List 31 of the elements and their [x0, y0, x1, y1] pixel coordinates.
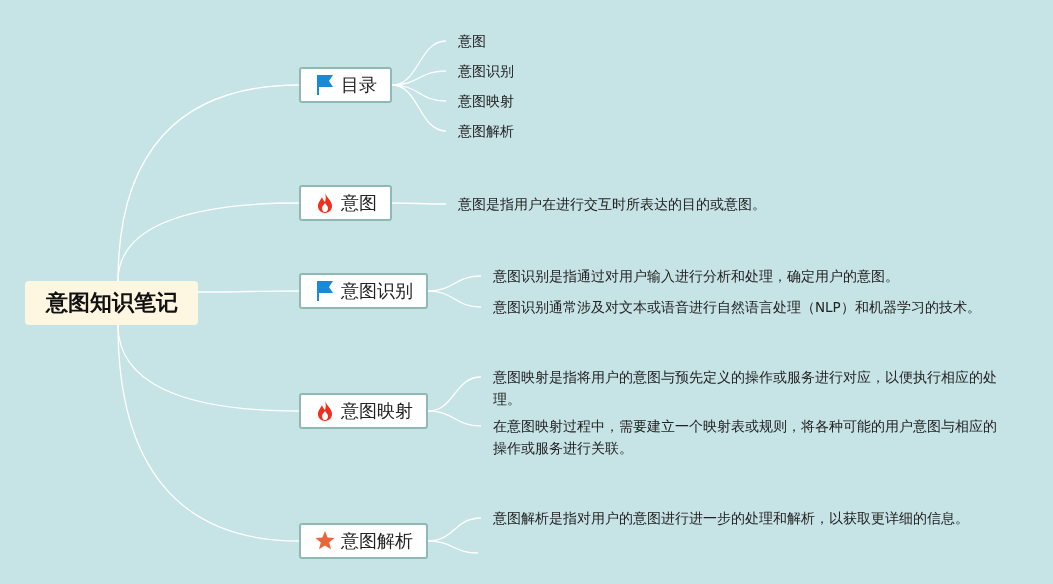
- central-topic-box: [25, 281, 198, 325]
- branch-line: [391, 202, 447, 205]
- branch-text: 意图解析: [446, 120, 536, 142]
- branch-text: 意图识别是指通过对用户输入进行分析和处理，确定用户的意图。: [481, 265, 931, 287]
- branch-line: [427, 290, 482, 308]
- branch-text: 意图: [446, 30, 526, 52]
- branch-line: [427, 275, 482, 292]
- topic-box: [299, 67, 392, 103]
- branch-text: 意图映射是指将用户的意图与预先定义的操作或服务进行对应，以便执行相应的处理。: [481, 366, 1006, 410]
- branch-line: [427, 376, 482, 412]
- branch-text: 意图是指用户在进行交互时所表达的目的或意图。: [446, 193, 806, 215]
- branch-line: [197, 290, 300, 293]
- topic-label: 意图: [340, 191, 377, 215]
- topic-label: 意图知识笔记: [45, 289, 178, 317]
- topic-label: 意图映射: [340, 399, 413, 423]
- topic-box: [299, 273, 428, 309]
- branch-text: 意图识别: [446, 60, 536, 82]
- topic-box: [299, 523, 428, 559]
- branch-text: 在意图映射过程中，需要建立一个映射表或规则，将各种可能的用户意图与相应的操作或服务进行关联。: [481, 415, 1006, 459]
- branch-line: [117, 202, 300, 282]
- branch-line: [427, 540, 479, 554]
- topic-label: 意图解析: [340, 529, 413, 553]
- branch-line: [117, 324, 300, 542]
- topic-label: 意图识别: [340, 279, 413, 303]
- topic-label: 目录: [340, 73, 377, 97]
- branch-line: [427, 410, 482, 427]
- branch-text: 意图映射: [446, 90, 536, 112]
- branch-text: 意图解析是指对用户的意图进行进一步的处理和解析，以获取更详细的信息。: [481, 507, 1001, 529]
- branch-text: 意图识别通常涉及对文本或语音进行自然语言处理（NLP）和机器学习的技术。: [481, 296, 1001, 318]
- topic-box: [299, 185, 392, 221]
- topic-box: [299, 393, 428, 429]
